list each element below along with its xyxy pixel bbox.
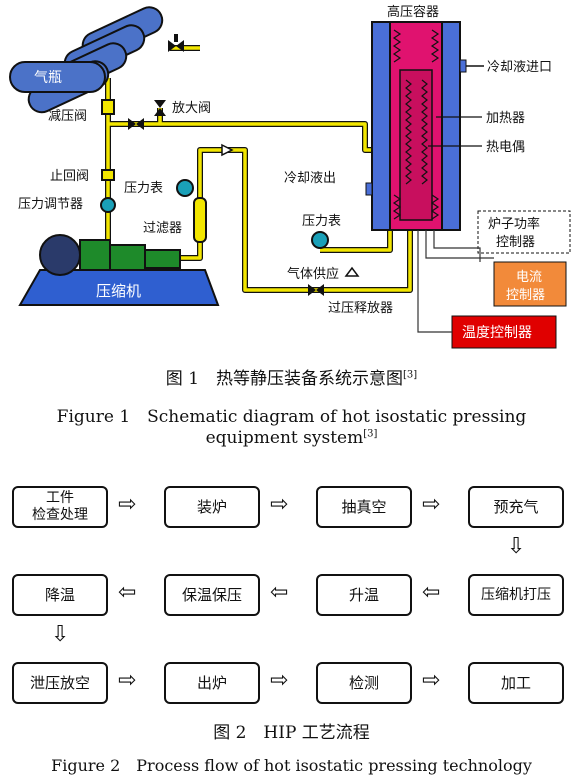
- flow-arrow: [221, 143, 234, 157]
- arrow-left-icon: ⇦: [270, 580, 289, 605]
- figure1-caption-en-line2: equipment system[3]: [205, 428, 378, 448]
- control-wiring: [417, 230, 494, 333]
- coolant-outlet-port: [365, 182, 373, 196]
- step-unload-furnace: 出炉: [164, 662, 260, 704]
- amplifier-valve-label: 放大阀: [172, 101, 211, 116]
- step-machining: 加工: [468, 662, 564, 704]
- furnace-power-controller-box: [477, 210, 571, 254]
- arrow-right-icon: ⇨: [118, 492, 137, 517]
- current-controller-label-2: 控制器: [506, 288, 545, 303]
- step-heat-up: 升温: [316, 574, 412, 616]
- coolant-inlet-port: [459, 59, 467, 73]
- pressure-gauge-left-label: 压力表: [124, 181, 163, 196]
- check-valve-label: 止回阀: [50, 169, 89, 184]
- arrow-right-icon: ⇨: [422, 492, 441, 517]
- heater-label: 加热器: [486, 111, 525, 126]
- high-pressure-vessel: [371, 21, 461, 231]
- pressure-regulator-label: 压力调节器: [18, 197, 83, 212]
- step-inspect-workpiece: 工件 检查处理: [12, 486, 108, 528]
- figure2-caption-en: Figure 2 Process flow of hot isostatic p…: [51, 756, 532, 775]
- pressure-reducing-valve-label: 减压阀: [48, 109, 87, 124]
- step-load-furnace: 装炉: [164, 486, 260, 528]
- arrow-left-icon: ⇦: [422, 580, 441, 605]
- cylinder-valves: [168, 34, 184, 52]
- filter-icon: [193, 197, 207, 243]
- gas-supply-label: 气体供应: [287, 266, 339, 282]
- pressure-reducing-valve-icon: [101, 99, 115, 115]
- compressor-label: 压缩机: [96, 282, 141, 300]
- pressure-gauge-right-icon: [311, 231, 329, 249]
- arrow-down-icon: ⇩: [51, 622, 70, 647]
- step-cool-down: 降温: [12, 574, 108, 616]
- gas-cylinders: 气瓶: [9, 6, 164, 114]
- step-vacuum: 抽真空: [316, 486, 412, 528]
- figure1-caption-cn-ref: [3]: [403, 369, 418, 381]
- filter-label: 过滤器: [143, 221, 182, 236]
- figure2-process-flow: 工件 检查处理 ⇨ 装炉 ⇨ 抽真空 ⇨ 预充气 ⇩ 降温 ⇦ 保温保压 ⇦ 升…: [0, 478, 583, 716]
- pressure-gauge-right-label: 压力表: [302, 214, 341, 229]
- coolant-outlet-label: 冷却液出: [284, 171, 336, 186]
- compressor: 压缩机: [18, 234, 220, 306]
- step-compressor-pressurize: 压缩机打压: [468, 574, 564, 616]
- temperature-controller-box: [451, 315, 557, 349]
- figure1-schematic: 气瓶 减压阀 放大阀 止回阀 压力调节器 压力表 过滤器 压缩机: [9, 4, 571, 349]
- coolant-inlet-label: 冷却液进口: [487, 60, 552, 75]
- arrow-right-icon: ⇨: [118, 668, 137, 693]
- step-prefill-gas: 预充气: [468, 486, 564, 528]
- figure1-caption-en-ref: [3]: [363, 428, 378, 440]
- arrow-down-icon: ⇩: [507, 534, 526, 559]
- overpressure-relief-label: 过压释放器: [328, 301, 393, 316]
- relief-valve-icon: [344, 266, 360, 277]
- temperature-controller-label: 温度控制器: [462, 325, 532, 341]
- arrow-right-icon: ⇨: [422, 668, 441, 693]
- furnace-power-controller-label-1: 炉子功率: [488, 216, 540, 232]
- step-inspection: 检测: [316, 662, 412, 704]
- arrow-left-icon: ⇦: [118, 580, 137, 605]
- amplifier-valve-icon: [128, 100, 166, 130]
- figure1-caption-cn: 图 1 热等静压装备系统示意图[3]: [165, 369, 418, 389]
- arrow-right-icon: ⇨: [270, 668, 289, 693]
- check-valve-icon: [100, 169, 116, 213]
- gas-cylinder-label: 气瓶: [34, 70, 62, 86]
- figure1-caption-en-line1: Figure 1 Schematic diagram of hot isosta…: [56, 407, 527, 427]
- current-controller-label-1: 电流: [516, 270, 542, 285]
- pressure-gauge-left-icon: [176, 179, 194, 197]
- figure2-caption-cn: 图 2 HIP 工艺流程: [213, 723, 370, 743]
- gas-supply-valve-icon: [308, 284, 324, 296]
- arrow-right-icon: ⇨: [270, 492, 289, 517]
- furnace-power-controller-label-2: 控制器: [496, 235, 535, 250]
- current-controller-box: [493, 261, 567, 307]
- step-hold-temp-pressure: 保温保压: [164, 574, 260, 616]
- high-pressure-vessel-label: 高压容器: [387, 4, 439, 20]
- thermocouple-label: 热电偶: [486, 140, 525, 155]
- step-release-pressure: 泄压放空: [12, 662, 108, 704]
